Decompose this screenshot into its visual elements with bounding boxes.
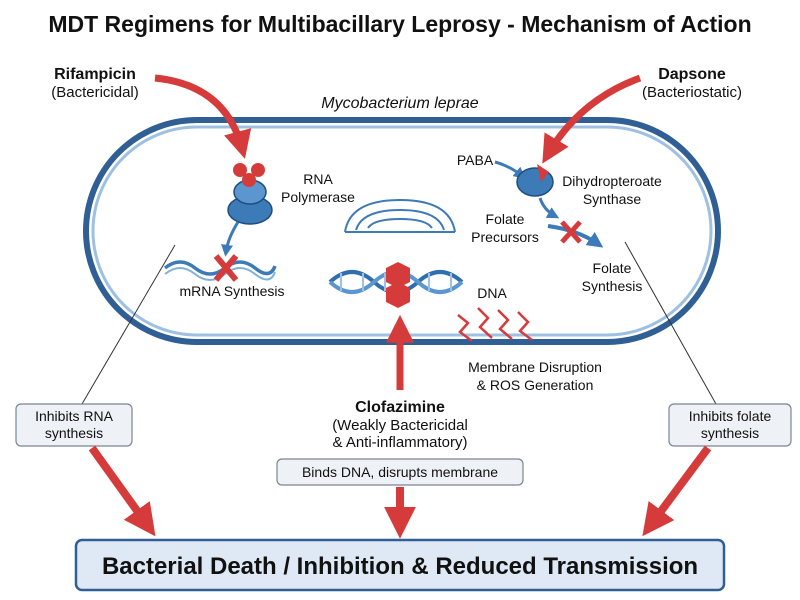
precursors-label-1: Folate xyxy=(486,211,525,227)
paba-label: PABA xyxy=(457,152,494,168)
dapsone-name: Dapsone xyxy=(658,66,726,83)
right-outcome-arrow xyxy=(642,445,712,537)
dapsone-effect-1: Inhibits folate xyxy=(689,408,772,424)
precursors-to-folate-arrow xyxy=(547,224,604,248)
clofazimine-name: Clofazimine xyxy=(355,399,445,416)
mrna-block-x-icon xyxy=(213,254,239,282)
outcome-label: Bacterial Death / Inhibition & Reduced T… xyxy=(102,553,698,580)
folate-synthesis-label-2: Synthesis xyxy=(582,278,643,294)
rna-polymerase-label-2: Polymerase xyxy=(281,189,355,205)
enzyme-to-precursors-arrow xyxy=(538,197,560,219)
folate-block-x-icon xyxy=(560,220,582,244)
polymerase-to-mrna-arrow xyxy=(221,221,240,257)
membrane-label-2: & ROS Generation xyxy=(477,377,594,393)
enzyme-label-1: Dihydropteroate xyxy=(562,173,662,189)
clofazimine-effect: Binds DNA, disrupts membrane xyxy=(302,464,498,480)
rna-polymerase-icon xyxy=(227,163,273,225)
precursors-label-2: Precursors xyxy=(471,229,539,245)
membrane-disruption-icon xyxy=(457,307,533,342)
dihydropteroate-synthase-icon xyxy=(516,164,554,197)
left-outcome-arrow xyxy=(88,445,156,537)
rifampicin-effect-1: Inhibits RNA xyxy=(35,408,113,424)
membrane-label-1: Membrane Disruption xyxy=(468,359,602,375)
diagram-title: MDT Regimens for Multibacillary Leprosy … xyxy=(48,11,751,37)
outcome-box: Bacterial Death / Inhibition & Reduced T… xyxy=(74,538,726,592)
dna-label: DNA xyxy=(477,285,507,301)
rna-polymerase-label-1: RNA xyxy=(303,171,333,187)
clofazimine-effect-box: Binds DNA, disrupts membrane xyxy=(276,458,524,486)
rifampicin-leader-line xyxy=(81,244,176,405)
enzyme-label-2: Synthase xyxy=(583,191,642,207)
dapsone-leader-line xyxy=(624,241,717,405)
rifampicin-type: (Bactericidal) xyxy=(51,84,139,101)
folate-synthesis-label-1: Folate xyxy=(593,260,632,276)
dapsone-effect-box: Inhibits folate synthesis xyxy=(668,403,792,447)
organism-label: Mycobacterium leprae xyxy=(321,95,479,112)
dapsone-arrow xyxy=(542,74,642,164)
dapsone-type: (Bacteriostatic) xyxy=(642,84,742,101)
dapsone-effect-2: synthesis xyxy=(701,425,759,441)
mrna-strand-icon-2 xyxy=(164,267,276,281)
mrna-synthesis-label: mRNA Synthesis xyxy=(179,283,284,299)
rifampicin-effect-box: Inhibits RNA synthesis xyxy=(15,403,133,447)
clofazimine-type-2: & Anti-inflammatory) xyxy=(332,434,467,451)
rifampicin-name: Rifampicin xyxy=(54,66,136,83)
dna-helix-icon xyxy=(328,262,464,308)
rifampicin-arrow xyxy=(154,74,252,159)
membrane-organelle-icon xyxy=(344,198,456,233)
rifampicin-effect-2: synthesis xyxy=(45,425,103,441)
clofazimine-type-1: (Weakly Bactericidal xyxy=(332,417,468,434)
